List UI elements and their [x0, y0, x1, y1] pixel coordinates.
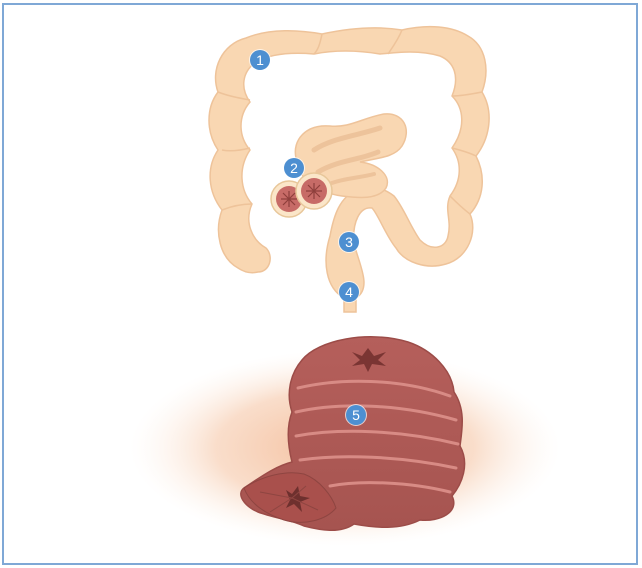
- marker-1: 1: [250, 50, 270, 70]
- marker-4: 4: [339, 282, 359, 302]
- polyp-cluster-icon: [271, 173, 332, 217]
- marker-2: 2: [284, 158, 304, 178]
- marker-5: 5: [346, 405, 366, 425]
- marker-3: 3: [339, 232, 359, 252]
- large-intestine-icon: [209, 27, 489, 312]
